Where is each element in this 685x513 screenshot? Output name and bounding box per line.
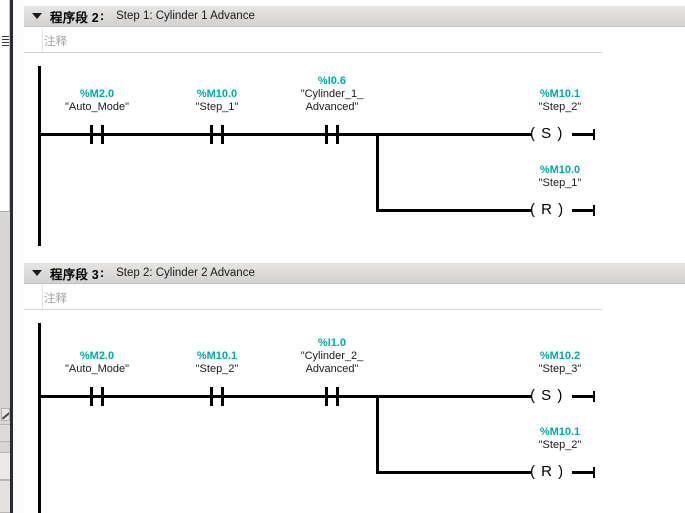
- rung-end-tick-set: [593, 391, 595, 402]
- coil-set-step-2[interactable]: ( S ): [530, 125, 564, 142]
- chevron-down-icon: [32, 270, 42, 276]
- coil-label-reset: %M10.1 "Step_2": [538, 426, 582, 451]
- coil-set-step-3[interactable]: ( S ): [530, 387, 564, 404]
- coil-reset-step-1[interactable]: ( R ): [530, 201, 565, 218]
- coil-label-set: %M10.1 "Step_2": [538, 88, 582, 113]
- gutter-divider: [10, 0, 13, 513]
- rung-wire: [38, 133, 393, 136]
- gutter-pane: [0, 0, 10, 212]
- network-2-comment-row[interactable]: 注释: [24, 27, 685, 53]
- contact-label-2: %M10.0 "Step_1": [195, 88, 239, 113]
- set-coil-wire: [393, 395, 531, 398]
- rung-end-tick-set: [593, 129, 595, 140]
- left-gutter: [0, 0, 24, 513]
- contact-no-auto-mode[interactable]: [90, 125, 104, 144]
- gutter-strip: [0, 0, 10, 513]
- network-2-label: 程序段 2: [50, 10, 99, 25]
- power-rail: [38, 66, 41, 246]
- rung-end-tick-reset: [593, 205, 595, 216]
- network-3-label: 程序段 3: [50, 267, 99, 282]
- diagonal-line-icon[interactable]: [1, 408, 10, 421]
- reset-coil-tail: [572, 209, 594, 212]
- contact-no-auto-mode[interactable]: [90, 387, 104, 406]
- coil-reset-step-2[interactable]: ( R ): [530, 463, 565, 480]
- set-coil-tail: [572, 133, 594, 136]
- comment-separator: [24, 309, 602, 310]
- branch-wire: [376, 395, 379, 474]
- network-2-title: Step 1: Cylinder 1 Advance: [116, 10, 255, 22]
- contact-no-step-2[interactable]: [210, 387, 224, 406]
- gutter-segment-3[interactable]: [0, 480, 10, 513]
- contact-label-2: %M10.1 "Step_2": [195, 350, 239, 375]
- contact-label-3: %I1.0 "Cylinder_2_ Advanced": [300, 337, 364, 375]
- coil-label-set: %M10.2 "Step_3": [538, 350, 582, 375]
- network-2-comment[interactable]: 注释: [44, 36, 67, 48]
- gutter-segment-2[interactable]: [0, 452, 10, 480]
- gutter-segment-1[interactable]: [0, 424, 10, 442]
- contact-label-1: %M2.0 "Auto_Mode": [64, 350, 130, 375]
- network-3-title: Step 2: Cylinder 2 Advance: [116, 267, 255, 279]
- reset-coil-wire: [376, 209, 531, 212]
- reset-coil-wire: [376, 471, 531, 474]
- reset-coil-tail: [572, 471, 594, 474]
- branch-wire: [376, 133, 379, 212]
- network-2-colon: :: [99, 9, 105, 23]
- contact-no-step-1[interactable]: [210, 125, 224, 144]
- rung-end-tick-reset: [593, 467, 595, 478]
- rung-wire: [38, 395, 393, 398]
- network-3-header[interactable]: 程序段 3 : Step 2: Cylinder 2 Advance: [24, 263, 685, 284]
- network-3-collapse-toggle[interactable]: [24, 270, 50, 276]
- contact-no-cylinder-2-advanced[interactable]: [325, 387, 339, 406]
- gutter-inner: [13, 0, 24, 513]
- contact-label-3: %I0.6 "Cylinder_1_ Advanced": [300, 75, 364, 113]
- comment-separator: [24, 52, 602, 53]
- network-3-comment-row[interactable]: 注释: [24, 284, 685, 310]
- contact-no-cylinder-1-advanced[interactable]: [325, 125, 339, 144]
- network-2-ladder: %M2.0 "Auto_Mode" %M10.0 "Step_1" %I0.6 …: [24, 0, 685, 513]
- network-3-comment[interactable]: 注释: [44, 293, 67, 305]
- contact-label-1: %M2.0 "Auto_Mode": [64, 88, 130, 113]
- network-2-collapse-toggle[interactable]: [24, 13, 50, 19]
- network-3-ladder: %M2.0 "Auto_Mode" %M10.1 "Step_2" %I1.0 …: [24, 0, 685, 513]
- hamburger-icon[interactable]: [2, 36, 9, 46]
- set-coil-wire: [393, 133, 531, 136]
- network-2-header[interactable]: 程序段 2 : Step 1: Cylinder 1 Advance: [24, 6, 685, 27]
- ladder-editor-canvas: 程序段 2 : Step 1: Cylinder 1 Advance 注释 %M…: [24, 0, 685, 513]
- power-rail: [38, 323, 41, 513]
- set-coil-tail: [572, 395, 594, 398]
- comment-indent-line: [42, 285, 43, 309]
- chevron-down-icon: [32, 13, 42, 19]
- network-3-colon: :: [99, 266, 105, 280]
- coil-label-reset: %M10.0 "Step_1": [538, 164, 582, 189]
- comment-indent-line: [42, 28, 43, 52]
